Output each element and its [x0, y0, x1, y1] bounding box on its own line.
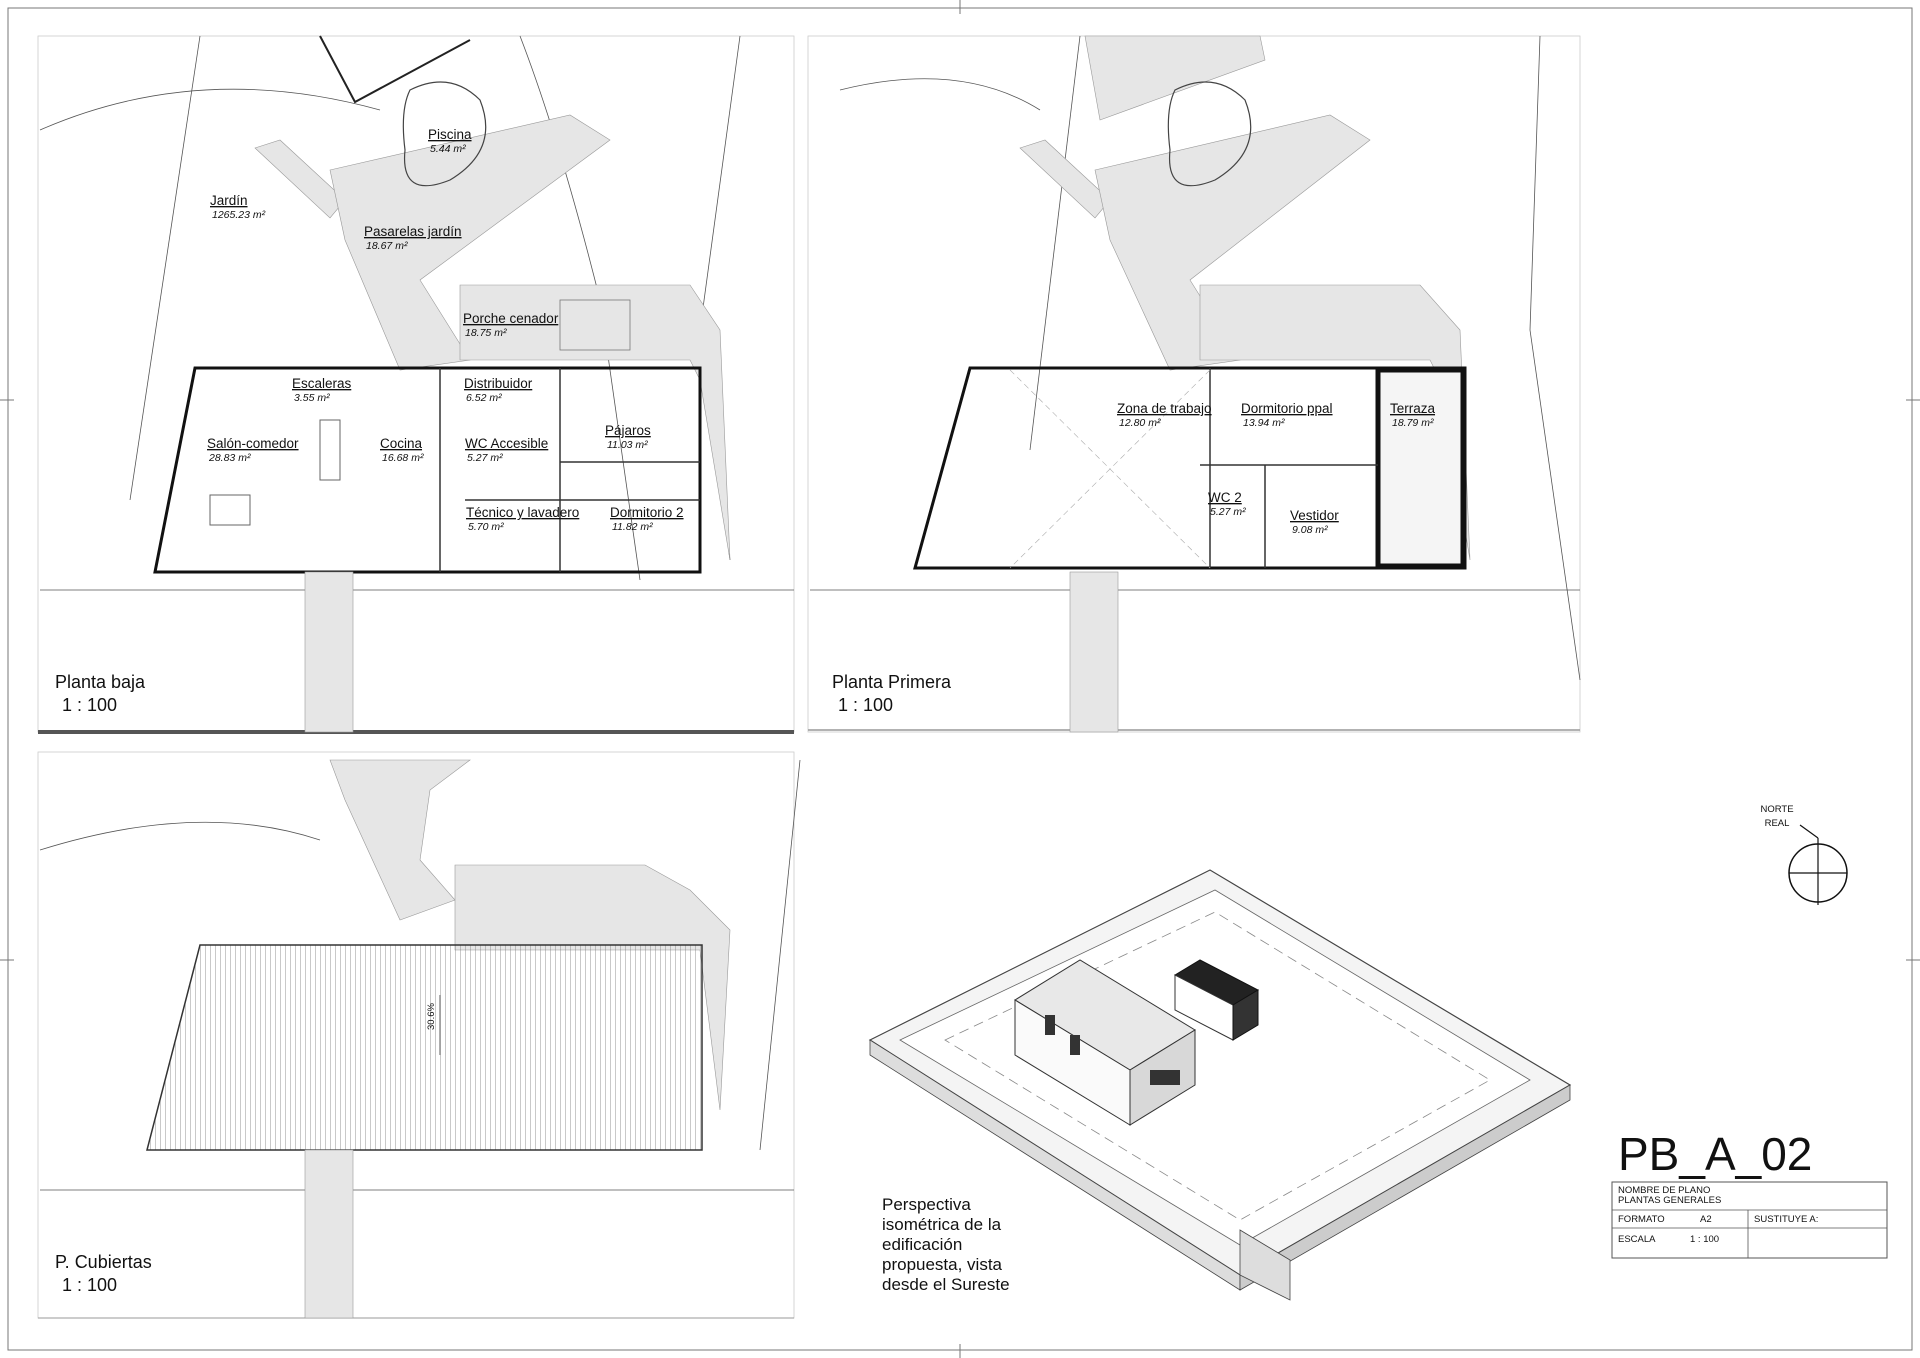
title-block-value: A2: [1700, 1214, 1712, 1225]
perspective-caption-line: propuesta, vista: [882, 1255, 1003, 1274]
room-area: 18.79 m²: [1392, 417, 1434, 429]
room-area: 13.94 m²: [1243, 417, 1285, 429]
room-name: WC 2: [1208, 490, 1242, 505]
room-area: 16.68 m²: [382, 452, 424, 464]
north-label: NORTE: [1760, 804, 1793, 815]
room-area: 5.27 m²: [1210, 506, 1246, 518]
plan-scale: 1 : 100: [838, 695, 893, 715]
title-block-label: ESCALA: [1618, 1234, 1656, 1245]
plan-title: P. Cubiertas: [55, 1252, 152, 1272]
room-name: Porche cenador: [463, 311, 559, 326]
plan-planta-primera: Zona de trabajo 12.80 m² Dormitorio ppal…: [807, 35, 1581, 733]
room-area: 11.03 m²: [607, 439, 648, 451]
title-block: PB_A_02 NOMBRE DE PLANO PLANTAS GENERALE…: [1611, 1128, 1888, 1259]
room-name: Pasarelas jardín: [364, 224, 462, 239]
room-area: 28.83 m²: [208, 452, 251, 464]
title-block-value: PLANTAS GENERALES: [1618, 1195, 1721, 1206]
room-area: 5.70 m²: [468, 521, 504, 533]
room-area: 18.67 m²: [366, 240, 408, 252]
sheet-code: PB_A_02: [1618, 1128, 1812, 1180]
room-name: Dormitorio 2: [610, 505, 684, 520]
room-name: Salón-comedor: [207, 436, 299, 451]
room-name: Pájaros: [605, 423, 651, 438]
room-name: WC Accesible: [465, 436, 548, 451]
house-outline-ground: [153, 366, 702, 574]
room-name: Jardín: [210, 193, 248, 208]
room-name: Técnico y lavadero: [466, 505, 579, 520]
plan-scale: 1 : 100: [62, 695, 117, 715]
title-block-label: FORMATO: [1618, 1214, 1665, 1225]
perspective-caption-line: desde el Sureste: [882, 1275, 1010, 1294]
perspective-caption-line: edificación: [882, 1235, 962, 1254]
plan-cubiertas: 30.6% P. Cubiertas 1 : 100: [37, 751, 801, 1319]
room-area: 18.75 m²: [465, 327, 507, 339]
room-name: Terraza: [1390, 401, 1436, 416]
room-area: 5.44 m²: [430, 143, 466, 155]
north-arrow: NORTE REAL: [1760, 804, 1848, 905]
room-name: Escaleras: [292, 376, 352, 391]
room-name: Piscina: [428, 127, 472, 142]
room-area: 11.82 m²: [612, 521, 653, 533]
room-name: Vestidor: [1290, 508, 1339, 523]
plan-planta-baja: Piscina 5.44 m² Jardín 1265.23 m² Pasare…: [37, 35, 795, 734]
perspective-caption-line: isométrica de la: [882, 1215, 1002, 1234]
room-name: Dormitorio ppal: [1241, 401, 1333, 416]
room-area: 6.52 m²: [466, 392, 502, 404]
room-area: 12.80 m²: [1119, 417, 1161, 429]
perspective-caption-line: Perspectiva: [882, 1195, 971, 1214]
room-name: Zona de trabajo: [1117, 401, 1212, 416]
pool-outline: [402, 81, 487, 187]
title-block-value: 1 : 100: [1690, 1234, 1719, 1245]
isometric-perspective: Perspectiva isométrica de la edificación…: [868, 869, 1572, 1301]
room-name: Cocina: [380, 436, 423, 451]
room-name: Distribuidor: [464, 376, 533, 391]
plan-scale: 1 : 100: [62, 1275, 117, 1295]
roof-slope: 30.6%: [426, 1003, 437, 1030]
plan-title: Planta Primera: [832, 672, 952, 692]
room-area: 1265.23 m²: [212, 209, 266, 221]
room-area: 9.08 m²: [1292, 524, 1328, 536]
room-area: 5.27 m²: [467, 452, 503, 464]
room-area: 3.55 m²: [294, 392, 330, 404]
plan-title: Planta baja: [55, 672, 146, 692]
title-block-label: SUSTITUYE A:: [1754, 1214, 1818, 1225]
north-label: REAL: [1765, 818, 1790, 829]
roof-outline: [146, 944, 703, 1151]
title-block-label: NOMBRE DE PLANO: [1618, 1185, 1710, 1196]
